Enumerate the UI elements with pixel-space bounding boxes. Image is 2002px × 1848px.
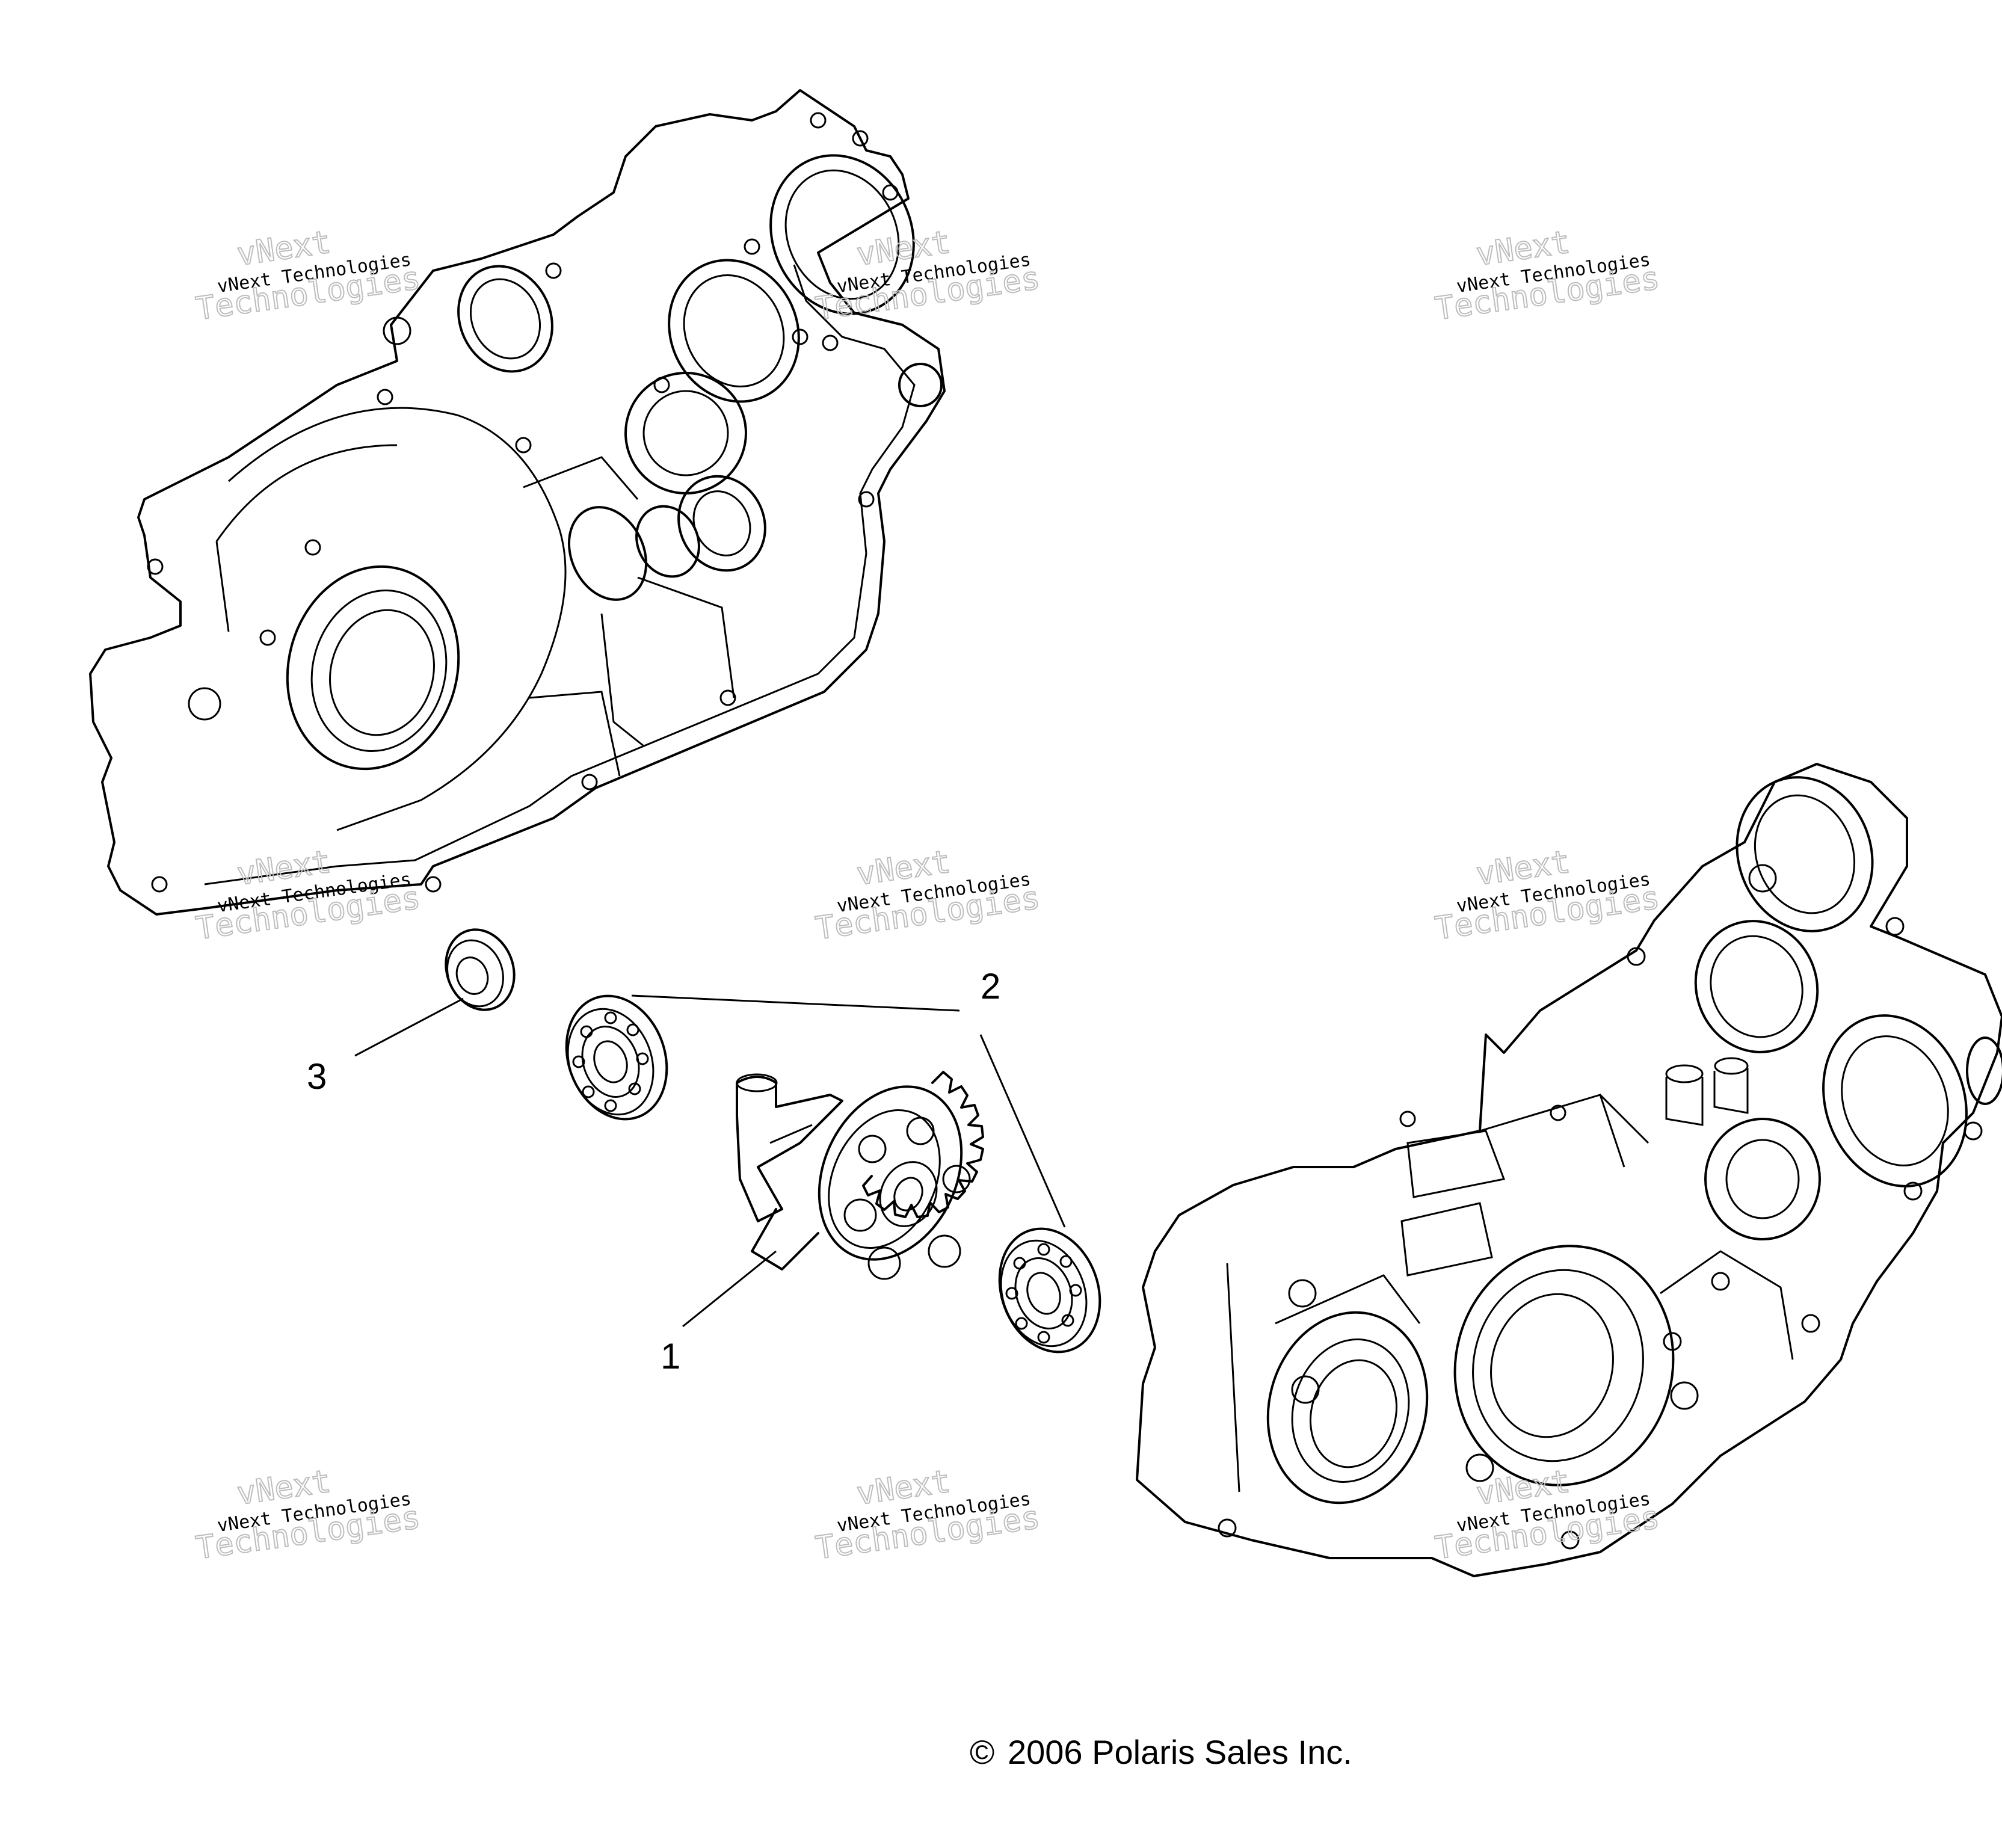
leader-lines [354, 994, 1066, 1328]
right-crankcase-half [1136, 763, 2002, 1577]
watermark-1: vNext vNext Technologies Technologies [193, 224, 423, 328]
watermark-3: vNext vNext Technologies Technologies [1432, 224, 1662, 328]
left-crankcase-half [89, 89, 946, 916]
callout-2: 2 [981, 966, 1000, 1006]
callout-3: 3 [307, 1056, 327, 1097]
copyright-symbol: © [970, 1733, 994, 1771]
copyright-notice: © 2006 Polaris Sales Inc. [970, 1733, 1352, 1771]
watermark-7: vNext vNext Technologies Technologies [193, 1463, 423, 1568]
watermark-8: vNext vNext Technologies Technologies [813, 1463, 1043, 1568]
part-1-gear-shaft [736, 1071, 984, 1280]
part-2-bearing-lower [998, 1227, 1101, 1354]
watermark-2: vNext vNext Technologies Technologies [813, 224, 1043, 328]
part-3-bearing [445, 928, 516, 1011]
copyright-text: 2006 Polaris Sales Inc. [1008, 1733, 1352, 1771]
watermark-5: vNext vNext Technologies Technologies [813, 843, 1043, 948]
watermark-4: vNext vNext Technologies Technologies [193, 843, 423, 948]
callout-1: 1 [661, 1336, 680, 1376]
part-2-bearing-upper [565, 994, 668, 1121]
watermark-9: vNext vNext Technologies Technologies [1432, 1463, 1662, 1568]
watermark-6: vNext vNext Technologies Technologies [1432, 843, 1662, 948]
